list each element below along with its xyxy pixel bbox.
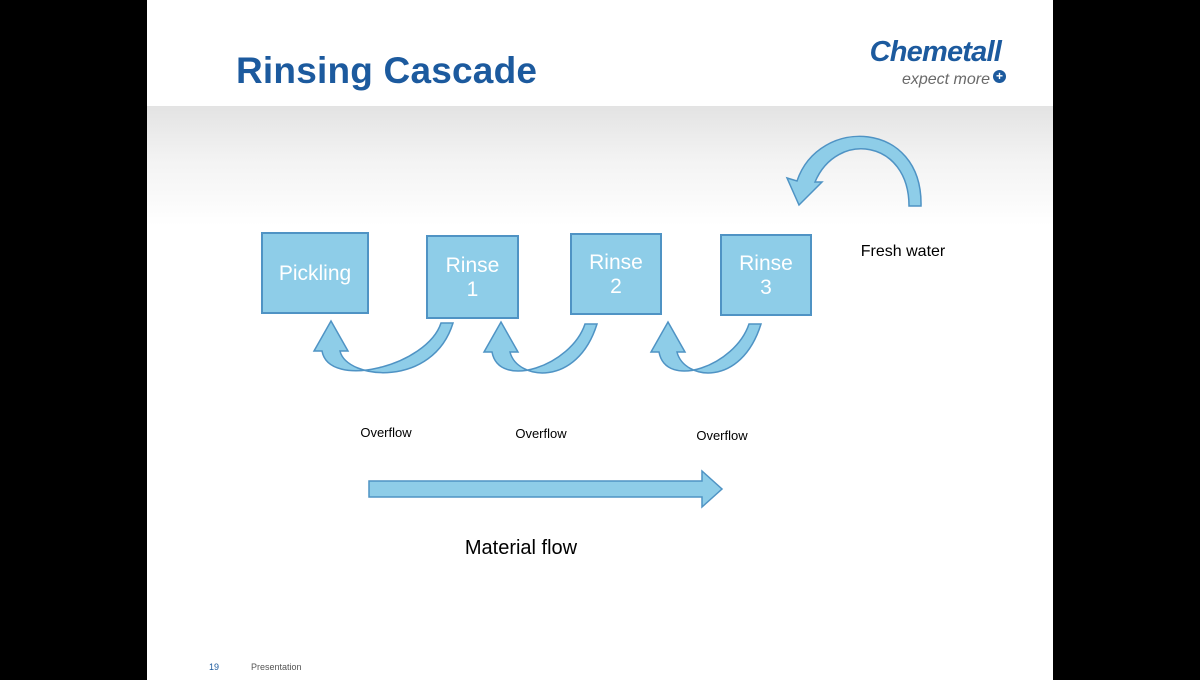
overflow-label: Overflow (360, 425, 412, 440)
footer-label: Presentation (251, 662, 302, 672)
tank-label: Rinse (739, 252, 793, 275)
material-flow-label: Material flow (465, 537, 578, 559)
fresh-water-arrow (785, 135, 922, 207)
tank-label: Pickling (279, 262, 351, 285)
logo: Chemetall expect more + (837, 0, 1053, 106)
tank-label: 1 (467, 278, 479, 301)
logo-brand: Chemetall (869, 36, 1002, 68)
tank-box (720, 234, 812, 316)
fresh-water-label: Fresh water (861, 243, 946, 260)
tank-label: Rinse (446, 254, 500, 277)
logo-plus-icon: + (993, 70, 1006, 83)
tank-1: Pickling (261, 232, 369, 314)
overflow-arrow-1 (312, 319, 455, 374)
tank-label: 2 (610, 275, 622, 298)
slide-title: Rinsing Cascade (236, 50, 538, 91)
page-number: 19 (209, 662, 220, 672)
overflow-arrow-3 (649, 320, 763, 374)
overflow-arrow-2 (482, 320, 599, 374)
material-flow-arrow (368, 469, 724, 509)
tank-box (426, 235, 519, 319)
logo-tagline: expect more (901, 71, 990, 88)
overflow-label: Overflow (696, 428, 748, 443)
overflow-label: Overflow (515, 426, 567, 441)
tank-label: Rinse (589, 251, 643, 274)
slide: Rinsing Cascade Chemetall expect more + … (147, 0, 1053, 680)
tank-box (570, 233, 662, 315)
tank-label: 3 (760, 276, 772, 299)
tank-box (261, 232, 369, 314)
